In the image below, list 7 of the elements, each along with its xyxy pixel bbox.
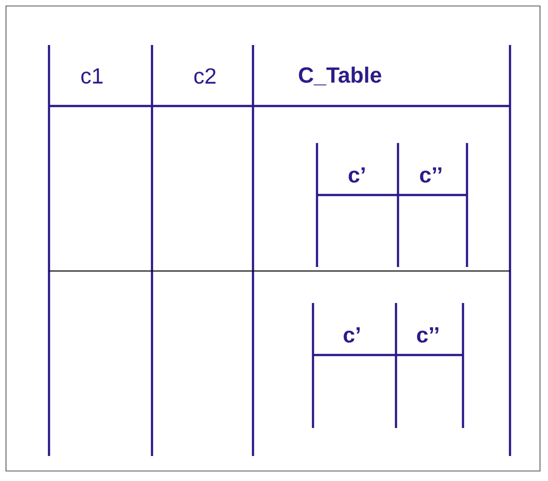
column-header: c’ [344,327,360,343]
column-header: c’’ [417,327,438,343]
column-header: c2 [194,68,216,84]
column-header: C_Table [298,66,382,86]
column-header: c’ [348,167,365,183]
column-header: c’’ [420,167,442,183]
column-header: c1 [81,68,103,84]
